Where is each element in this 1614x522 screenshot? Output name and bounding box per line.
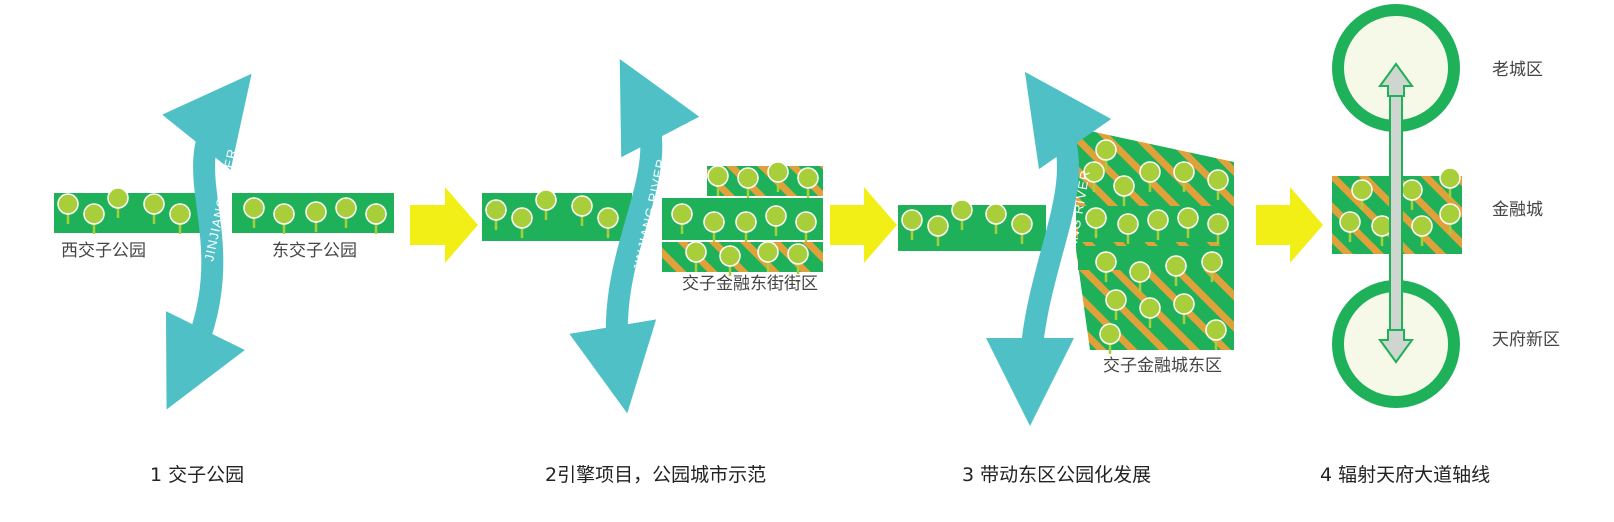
finance-city-label: 金融城 (1492, 200, 1543, 220)
jinjiang-river-arrow (162, 73, 252, 410)
district-label: 交子金融城东区 (1103, 356, 1222, 376)
step3-caption: 3 带动东区公园化发展 (962, 464, 1152, 486)
progress-arrow-1 (410, 187, 478, 263)
old-city-label: 老城区 (1492, 60, 1543, 80)
step4-group (1332, 4, 1462, 408)
radiation-axis-arrow (1378, 62, 1414, 364)
progress-arrow-2 (830, 187, 897, 263)
progress-arrow-3 (1256, 187, 1323, 263)
step1-group: JINJIANG RIVER (54, 73, 394, 410)
east-park-label: 东交子公园 (272, 241, 357, 261)
district-label: 交子金融东街街区 (682, 274, 818, 294)
step1-caption: 1 交子公园 (150, 464, 245, 486)
step4-caption: 4 辐射天府大道轴线 (1320, 464, 1491, 486)
step2-caption: 2引擎项目，公园城市示范 (545, 464, 767, 486)
tianfu-new-label: 天府新区 (1492, 330, 1560, 350)
step2-group: JINJIANG RIVER (482, 58, 823, 414)
jinjiang-river-arrow (569, 58, 700, 414)
west-park-label: 西交子公园 (61, 241, 146, 261)
jinjiang-river-arrow (986, 71, 1112, 426)
step3-group: JINJIANG RIVER (898, 71, 1234, 426)
